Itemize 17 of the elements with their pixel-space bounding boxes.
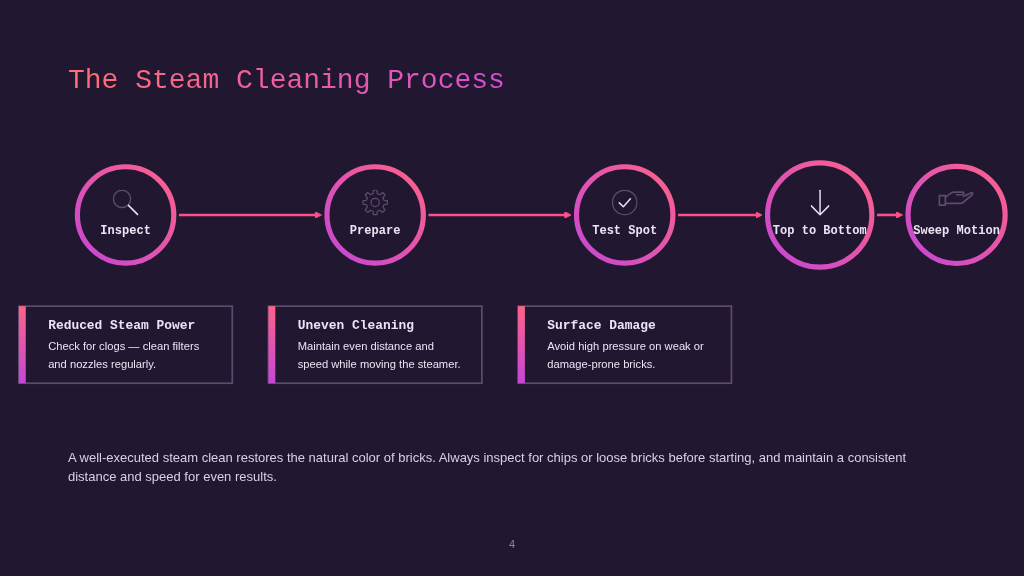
- page-number: 4: [507, 538, 517, 550]
- card-text: Check for clogs — clean filters and nozzles regularly.: [48, 339, 201, 371]
- arrow: [678, 211, 763, 219]
- card-heading: Reduced Steam Power: [48, 319, 196, 334]
- step-label: Inspect: [100, 224, 151, 238]
- card-text: Avoid high pressure on weak or damage-prone bricks.: [547, 339, 705, 371]
- arrow: [178, 211, 323, 219]
- description-text: A well-executed steam clean restores the natural color of bricks. Always inspect for chips or loose bricks before starting, and maintain a consistent distance and speed for even results.: [68, 449, 908, 486]
- card-heading: Uneven Cleaning: [297, 319, 414, 334]
- step-label: Test Spot: [592, 224, 658, 238]
- step-label: Prepare: [349, 224, 401, 238]
- arrow: [877, 211, 904, 219]
- card-text: Maintain even distance and speed while moving the steamer.: [297, 339, 461, 371]
- step-label: Top to Bottom: [772, 224, 867, 238]
- card-heading: Surface Damage: [547, 319, 656, 334]
- arrow: [428, 211, 572, 219]
- step-label: Sweep Motion: [913, 224, 1000, 238]
